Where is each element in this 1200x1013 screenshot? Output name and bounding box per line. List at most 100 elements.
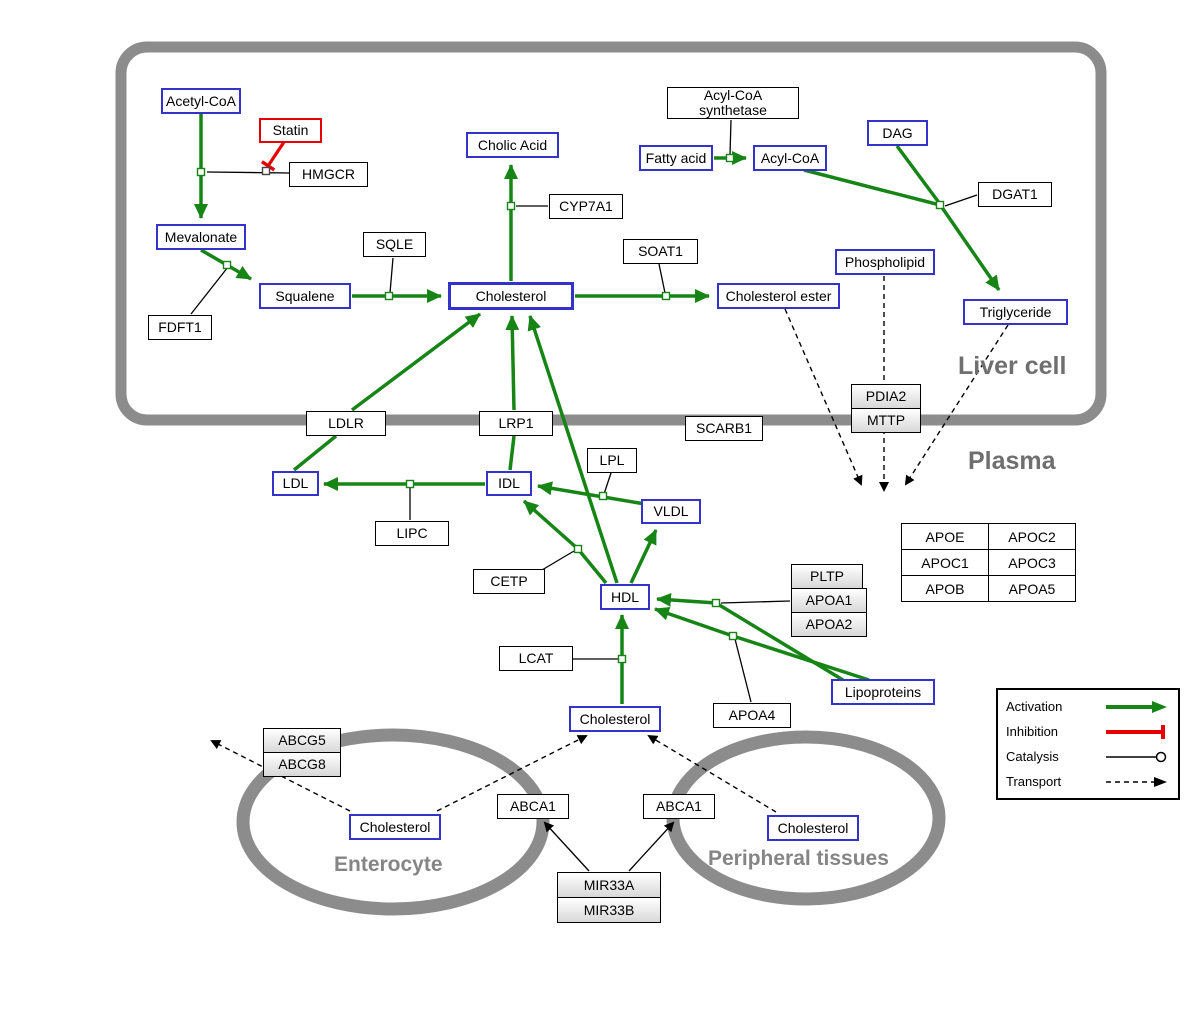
- anchor-soat1-reaction: [661, 291, 671, 301]
- node-cyp7a1[interactable]: CYP7A1: [549, 194, 623, 219]
- catalysis-cetp: [541, 550, 575, 571]
- node-idl[interactable]: IDL: [486, 471, 532, 496]
- anchor-acylcoa-synthetase-reaction: [725, 153, 735, 163]
- node-apoc1[interactable]: APOC1: [901, 549, 989, 576]
- node-squalene[interactable]: Squalene: [259, 283, 351, 309]
- enterocyte-membrane: [236, 728, 550, 916]
- catalysis-edges: [190, 119, 978, 872]
- node-lcat[interactable]: LCAT: [499, 646, 573, 671]
- anchor-fdft1-reaction: [222, 260, 232, 270]
- node-triglyceride[interactable]: Triglyceride: [963, 299, 1068, 325]
- node-abcg5[interactable]: ABCG5: [263, 728, 341, 753]
- anchor-apoa4-reaction: [728, 631, 738, 641]
- membranes: [115, 41, 1107, 916]
- anchor-lcat-reaction: [617, 654, 627, 664]
- node-ldlr[interactable]: LDLR: [306, 411, 386, 436]
- node-cetp[interactable]: CETP: [473, 569, 545, 594]
- catalysis-fdft1: [190, 266, 229, 315]
- node-dag[interactable]: DAG: [867, 120, 928, 146]
- node-abca1-peripheral[interactable]: ABCA1: [643, 794, 715, 819]
- anchor-lpl-reaction: [598, 491, 608, 501]
- node-phospholipid[interactable]: Phospholipid: [835, 249, 935, 275]
- catalysis-acylcoa-synthetase: [729, 119, 732, 156]
- node-vldl[interactable]: VLDL: [641, 499, 701, 524]
- node-cholesterol-enterocyte[interactable]: Cholesterol: [349, 814, 441, 840]
- node-acyl-coa[interactable]: Acyl-CoA: [753, 145, 827, 171]
- node-pdia2[interactable]: PDIA2: [851, 384, 921, 409]
- node-apob[interactable]: APOB: [901, 575, 989, 602]
- node-acyl-coa-synthetase[interactable]: Acyl-CoA synthetase: [667, 87, 799, 119]
- node-lipoproteins[interactable]: Lipoproteins: [831, 679, 935, 705]
- liver-cell-membrane: [115, 41, 1107, 426]
- transport-peripheral-to-plasma: [647, 734, 777, 813]
- node-scarb1[interactable]: SCARB1: [685, 416, 763, 441]
- node-apoc3[interactable]: APOC3: [988, 549, 1076, 576]
- edge-hdl-cholesterol-liver: [527, 315, 619, 584]
- node-lipc[interactable]: LIPC: [375, 521, 449, 546]
- node-apoa1[interactable]: APOA1: [791, 588, 867, 613]
- node-cholic-acid[interactable]: Cholic Acid: [466, 132, 559, 158]
- node-lrp1[interactable]: LRP1: [479, 411, 553, 436]
- node-cholesterol-ester[interactable]: Cholesterol ester: [717, 283, 840, 309]
- node-mevalonate[interactable]: Mevalonate: [156, 224, 246, 250]
- node-dgat1[interactable]: DGAT1: [978, 182, 1052, 207]
- node-sqle[interactable]: SQLE: [363, 232, 426, 257]
- node-ldl[interactable]: LDL: [272, 471, 319, 496]
- node-apoc2[interactable]: APOC2: [988, 523, 1076, 550]
- activation-arrow-icon: [1106, 700, 1167, 713]
- apolipoprotein-table: APOE APOC2 APOC1 APOC3 APOB APOA5: [901, 523, 1076, 602]
- node-mir33b[interactable]: MIR33B: [557, 897, 661, 923]
- transport-cholesterol-ester: [784, 308, 863, 486]
- node-lpl[interactable]: LPL: [587, 448, 637, 473]
- node-soat1[interactable]: SOAT1: [623, 239, 698, 264]
- node-apoe[interactable]: APOE: [901, 523, 989, 550]
- legend-transport-label: Transport: [1006, 774, 1062, 789]
- edge-mir33-abca1-right: [628, 821, 675, 872]
- node-abcg8[interactable]: ABCG8: [263, 752, 341, 777]
- catalysis-hmgcr: [206, 171, 290, 174]
- node-mir33a[interactable]: MIR33A: [557, 872, 661, 898]
- catalysis-soat1: [658, 263, 666, 294]
- node-pltp[interactable]: PLTP: [791, 564, 863, 589]
- anchor-cyp7a1-reaction: [506, 201, 516, 211]
- anchor-cetp-reaction: [573, 544, 583, 554]
- anchor-statin-junction: [261, 166, 271, 176]
- enterocyte-label: Enterocyte: [334, 853, 443, 876]
- transport-edges: [210, 276, 1009, 813]
- legend-row-catalysis: Catalysis: [1006, 749, 1170, 765]
- legend-row-transport: Transport: [1006, 774, 1170, 790]
- edge-idl-lrp1: [508, 435, 516, 471]
- node-hdl[interactable]: HDL: [600, 584, 650, 610]
- legend-activation-label: Activation: [1006, 699, 1063, 714]
- peripheral-tissues-label: Peripheral tissues: [708, 847, 889, 870]
- catalysis-apoa4: [734, 638, 752, 703]
- node-acetyl-coa[interactable]: Acetyl-CoA: [161, 88, 241, 114]
- node-abca1-enterocyte[interactable]: ABCA1: [497, 794, 569, 819]
- node-cholesterol-peripheral[interactable]: Cholesterol: [767, 815, 859, 841]
- transport-enterocyte-to-plasma: [436, 735, 588, 812]
- node-hmgcr[interactable]: HMGCR: [289, 162, 368, 187]
- legend: Activation Inhibition Catalysis Transpor…: [996, 688, 1180, 800]
- node-cholesterol-plasma[interactable]: Cholesterol: [569, 706, 661, 732]
- node-apoa5[interactable]: APOA5: [988, 575, 1076, 602]
- edge-ldl-ldlr: [292, 434, 338, 472]
- node-cholesterol-liver[interactable]: Cholesterol: [448, 282, 574, 310]
- node-apoa2[interactable]: APOA2: [791, 612, 867, 637]
- plasma-label: Plasma: [968, 447, 1056, 475]
- node-apoa4[interactable]: APOA4: [713, 703, 791, 728]
- node-fdft1[interactable]: FDFT1: [148, 315, 212, 340]
- anchor-lipc-reaction: [405, 479, 415, 489]
- edge-anchors: [196, 153, 945, 664]
- node-statin[interactable]: Statin: [259, 118, 322, 143]
- catalysis-circle-icon: [1106, 751, 1167, 762]
- node-fatty-acid[interactable]: Fatty acid: [639, 145, 713, 171]
- anchor-apoa-stack-reaction: [711, 598, 721, 608]
- transport-triglyceride: [904, 324, 1009, 486]
- transport-abcg-efflux: [210, 740, 351, 812]
- node-mttp[interactable]: MTTP: [851, 408, 921, 433]
- anchor-sqle-reaction: [384, 291, 394, 301]
- legend-row-activation: Activation: [1006, 699, 1170, 715]
- catalysis-sqle: [389, 257, 394, 294]
